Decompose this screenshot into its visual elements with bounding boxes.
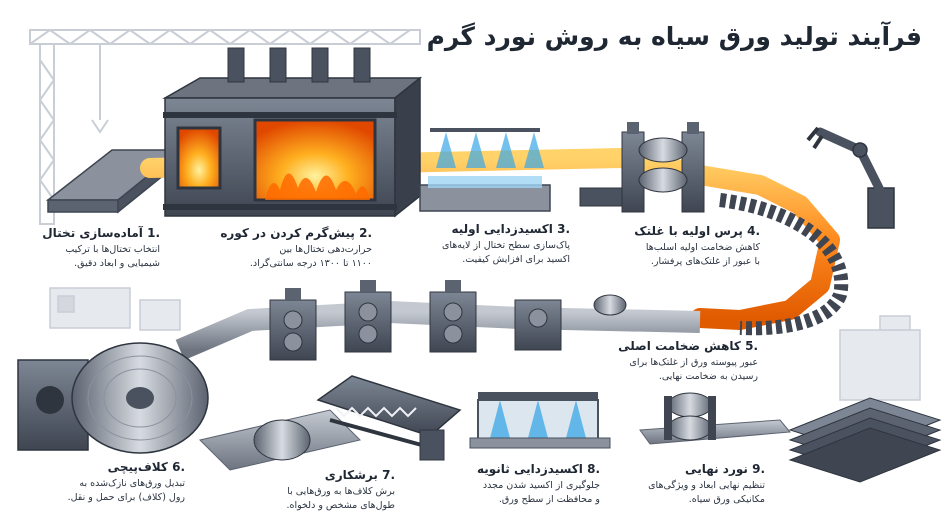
step-desc-line: طول‌های مشخص و دلخواه.: [286, 500, 396, 511]
step-desc-line: رول (کلاف) برای حمل و نقل.: [67, 492, 185, 503]
step-desc-line: کاهش ضخامت اولیه اسلب‌ها: [645, 242, 760, 253]
coiler: [17, 342, 361, 471]
step-desc-line: جلوگیری از اکسید شدن مجدد: [482, 480, 600, 491]
step-4: .4 پرس اولیه با غلتک کاهش ضخامت اولیه اس…: [634, 224, 760, 269]
step-9: .9 نورد نهایی تنظیم نهایی ابعاد و ویژگی‌…: [648, 462, 765, 507]
step-desc-line: انتخاب تختال‌ها با ترکیب: [65, 244, 160, 255]
finishing-stands: [269, 280, 627, 361]
step-2: .2 پیش‌گرم کردن در کوره حرارت‌دهی تختال‌…: [220, 226, 372, 271]
conveyor-curve: [719, 193, 849, 336]
step-title: .6 کلاف‌پیچی: [107, 460, 185, 474]
step-title: .9 نورد نهایی: [685, 462, 765, 476]
step-title: .1 آماده‌سازی تختال: [42, 226, 160, 240]
final-rolling: [639, 392, 791, 445]
step-title: .5 کاهش ضخامت اصلی: [618, 339, 758, 353]
step-desc-line: رسیدن به ضخامت نهایی.: [658, 371, 758, 382]
step-1: .1 آماده‌سازی تختال انتخاب تختال‌ها با ت…: [42, 226, 160, 271]
step-desc-line: حرارت‌دهی تختال‌ها بین: [279, 244, 372, 255]
step-3: .3 اکسیدزدایی اولیه پاک‌سازی سطح تختال ا…: [442, 222, 570, 267]
step-title: .7 برشکاری: [324, 468, 395, 482]
shear: [316, 375, 462, 461]
step-7: .7 برشکاری برش کلاف‌ها به ورق‌هایی با طو…: [287, 468, 396, 513]
step-5: .5 کاهش ضخامت اصلی عبور پیوسته ورق از غل…: [618, 339, 758, 384]
step-desc-line: پاک‌سازی سطح تختال از لایه‌های: [441, 240, 570, 251]
page-title: فرآیند تولید ورق سیاه به روش نورد گرم: [426, 22, 922, 51]
background-machinery: [49, 287, 921, 401]
step-title: .4 پرس اولیه با غلتک: [634, 224, 760, 238]
step-desc-line: شیمیایی و ابعاد دقیق.: [74, 258, 160, 269]
reheating-furnace: [162, 47, 423, 218]
roughing-press: [579, 122, 705, 213]
step-desc-line: و محافظت از سطح ورق.: [498, 494, 600, 505]
step-6: .6 کلاف‌پیچی تبدیل ورق‌های نازک‌شده به ر…: [68, 460, 185, 505]
step-desc-line: تبدیل ورق‌های نازک‌شده به: [79, 478, 185, 489]
step-desc-line: با عبور از غلتک‌های پرفشار.: [650, 256, 760, 267]
stand-1: [269, 288, 317, 361]
step-title: .3 اکسیدزدایی اولیه: [451, 222, 571, 236]
background-crane: [29, 28, 421, 225]
stand-2: [344, 280, 392, 353]
step-desc-line: اکسید برای افزایش کیفیت.: [462, 254, 570, 265]
step-title: .2 پیش‌گرم کردن در کوره: [220, 226, 372, 240]
descaler-secondary: [469, 392, 611, 449]
stand-4: [514, 299, 562, 351]
step-desc-line: برش کلاف‌ها به ورق‌هایی با: [287, 486, 395, 497]
sheet-stack: [788, 397, 942, 483]
stand-3: [429, 280, 477, 353]
step-desc-line: ۱۱۰۰ تا ۱۳۰۰ درجه سانتی‌گراد.: [249, 258, 372, 269]
step-title: .8 اکسیدزدایی ثانویه: [476, 462, 600, 476]
step-8: .8 اکسیدزدایی ثانویه جلوگیری از اکسید شد…: [477, 462, 600, 507]
step-desc-line: مکانیکی ورق سیاه.: [688, 494, 765, 505]
step-desc-line: عبور پیوسته ورق از غلتک‌ها برای: [629, 357, 758, 368]
step-desc-line: تنظیم نهایی ابعاد و ویژگی‌های: [648, 480, 765, 491]
robot-arm: [806, 126, 895, 229]
descaler-primary: [419, 128, 551, 212]
